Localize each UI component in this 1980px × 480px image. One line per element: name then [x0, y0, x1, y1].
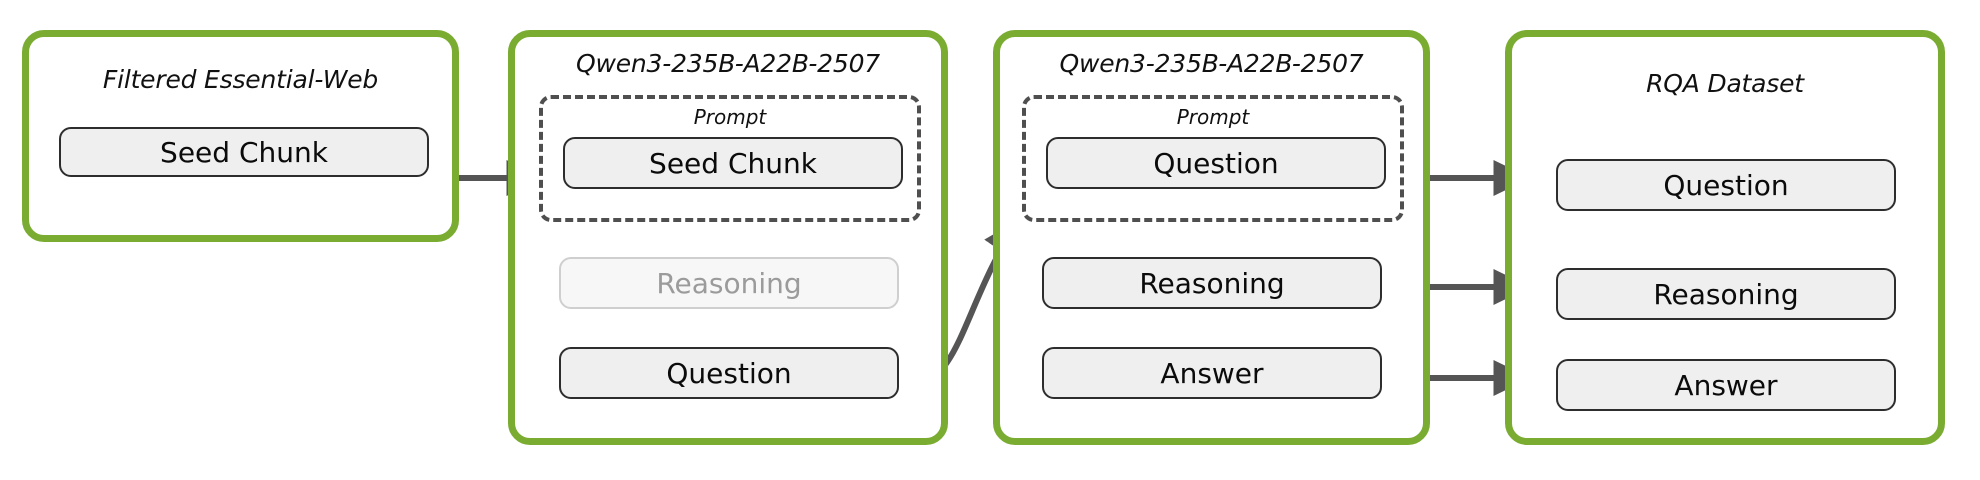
pill-dataset-reasoning[interactable]: Reasoning [1556, 268, 1896, 320]
pill-output-answer-stage-2[interactable]: Answer [1042, 347, 1382, 399]
panel-qwen-stage-2[interactable]: Qwen3-235B-A22B-2507 Prompt Question Rea… [993, 30, 1430, 445]
pill-prompt-question[interactable]: Question [1046, 137, 1386, 189]
prompt-label-stage-1: Prompt [693, 105, 767, 129]
prompt-group-stage-2: Prompt Question [1022, 95, 1404, 222]
panel-filtered-essential-web[interactable]: Filtered Essential-Web Seed Chunk [22, 30, 459, 242]
panel-title-rqa-dataset: RQA Dataset [1646, 69, 1804, 98]
pill-reasoning-placeholder[interactable]: Reasoning [559, 257, 899, 309]
panel-rqa-dataset[interactable]: RQA Dataset Question Reasoning Answer [1505, 30, 1945, 445]
pill-output-question-stage-1[interactable]: Question [559, 347, 899, 399]
panel-qwen-stage-1[interactable]: Qwen3-235B-A22B-2507 Prompt Seed Chunk R… [508, 30, 948, 445]
panel-title-qwen-stage-1: Qwen3-235B-A22B-2507 [576, 49, 880, 78]
prompt-group-stage-1: Prompt Seed Chunk [539, 95, 921, 222]
pill-dataset-answer[interactable]: Answer [1556, 359, 1896, 411]
panel-title-qwen-stage-2: Qwen3-235B-A22B-2507 [1059, 49, 1364, 78]
pill-seed-chunk-source[interactable]: Seed Chunk [59, 127, 429, 177]
pill-dataset-question[interactable]: Question [1556, 159, 1896, 211]
prompt-label-stage-2: Prompt [1176, 105, 1250, 129]
pill-prompt-seed-chunk[interactable]: Seed Chunk [563, 137, 903, 189]
panel-title-filtered-essential-web: Filtered Essential-Web [102, 65, 379, 94]
pill-output-reasoning-stage-2[interactable]: Reasoning [1042, 257, 1382, 309]
